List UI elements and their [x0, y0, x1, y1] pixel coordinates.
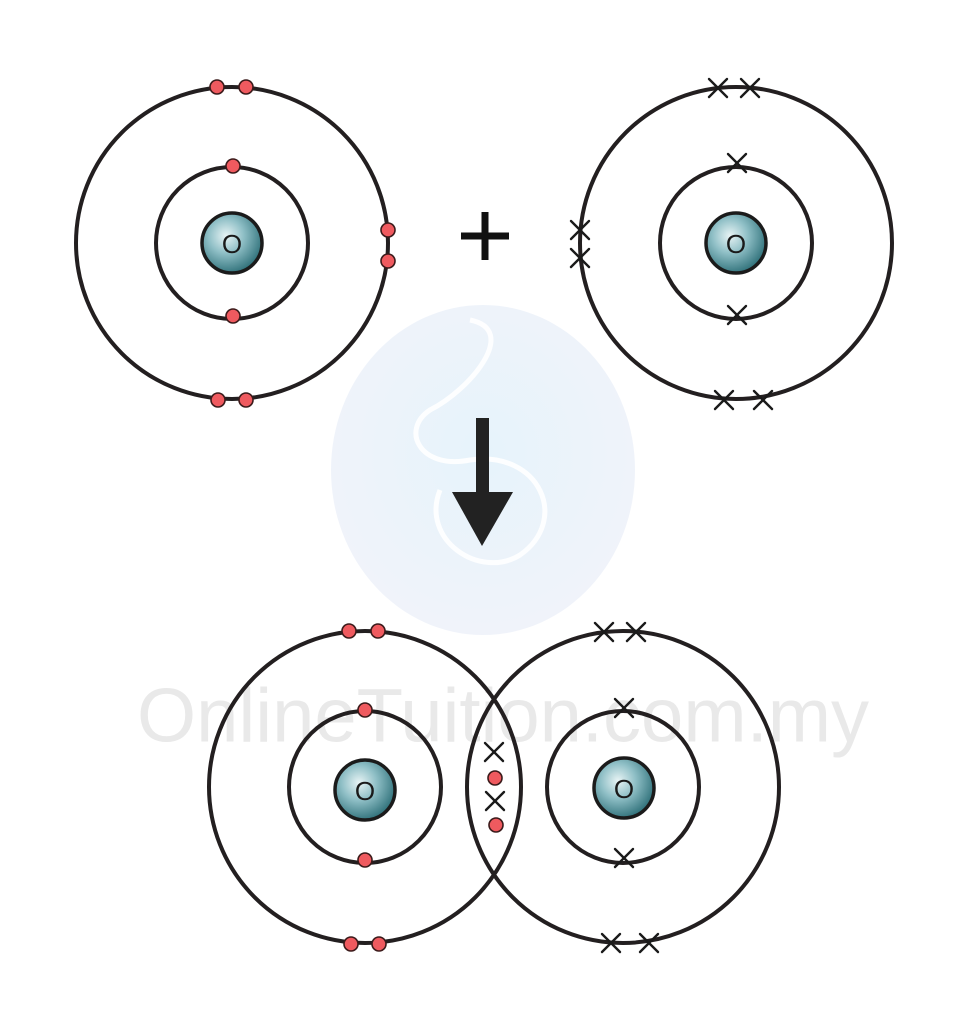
electron	[225, 308, 241, 324]
oxygen-molecule: O O	[207, 621, 781, 954]
electron-cross	[752, 389, 774, 411]
electron-cross	[726, 152, 748, 174]
electron	[341, 623, 357, 639]
electron-cross	[613, 697, 635, 719]
electron	[357, 702, 373, 718]
nucleus	[592, 756, 656, 820]
electron-cross	[739, 77, 761, 99]
electron	[380, 253, 396, 269]
outer-shell	[465, 629, 781, 945]
electron	[238, 392, 254, 408]
outer-shell	[207, 629, 523, 945]
electron	[210, 392, 226, 408]
nucleus-label: O	[726, 229, 746, 259]
electron	[380, 222, 396, 238]
electron	[343, 936, 359, 952]
electron-cross	[569, 219, 591, 241]
electron-cross	[726, 304, 748, 326]
electron-cross	[483, 741, 505, 763]
nucleus-label: O	[614, 774, 634, 804]
outer-shell	[578, 85, 894, 401]
electron	[487, 770, 503, 786]
plus-sign	[461, 212, 509, 260]
electron	[209, 79, 225, 95]
nucleus	[704, 211, 768, 275]
nucleus	[333, 758, 397, 822]
electron-cross	[613, 847, 635, 869]
nucleus-label: O	[222, 229, 242, 259]
reaction-arrow	[452, 418, 513, 546]
oxygen-atom-left: O	[74, 79, 396, 408]
electron-cross	[707, 77, 729, 99]
electron	[370, 623, 386, 639]
outer-shell	[74, 85, 390, 401]
electron-cross	[625, 621, 647, 643]
electron	[357, 852, 373, 868]
inner-shell	[658, 165, 814, 321]
oxygen-atom-right: O	[569, 77, 894, 411]
electron-cross	[569, 247, 591, 269]
electron-cross	[600, 932, 622, 954]
electron-cross	[593, 621, 615, 643]
electron	[225, 158, 241, 174]
electron-cross	[638, 932, 660, 954]
electron	[371, 936, 387, 952]
electron-cross	[484, 790, 506, 812]
electron	[488, 817, 504, 833]
nucleus	[200, 211, 264, 275]
shared-electrons	[483, 741, 506, 833]
nucleus-label: O	[355, 776, 375, 806]
electron	[238, 79, 254, 95]
electron-cross	[713, 389, 735, 411]
inner-shell	[545, 709, 701, 865]
